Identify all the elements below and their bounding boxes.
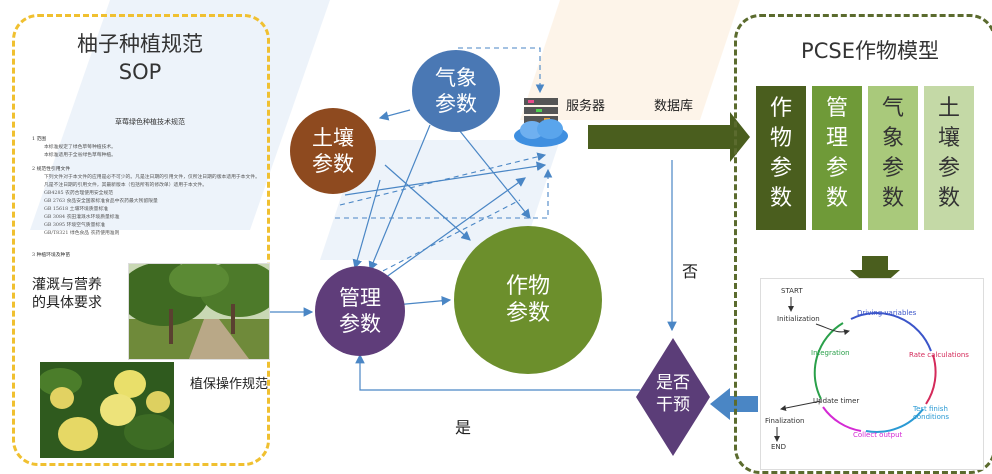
orchard-photo (128, 263, 270, 360)
flow-initialization: Initialization (777, 315, 820, 323)
pcse-crop-params: 作 物 参 数 (756, 86, 806, 230)
crop-params-label: 作物 参数 (505, 273, 550, 327)
flow-collect-output: Collect output (853, 431, 903, 439)
pcse-crop-params-label: 作 物 参 数 (769, 96, 792, 211)
doc-line: GB/T8321 绿色食品 农药使用准则 (44, 231, 120, 236)
doc-line: 下列文件对于本文件的应用是必不可少的。凡是注日期的引用文件，仅所注日期的版本适用… (44, 175, 260, 180)
flow-start: START (781, 287, 803, 295)
no-label: 否 (682, 262, 699, 281)
pcse-flowchart: START Initialization Driving variables I… (760, 278, 984, 470)
management-params-node[interactable]: 管理 参数 (315, 266, 405, 356)
doc-line: GB4285 农药合理使用安全规范 (44, 191, 114, 196)
sop-document: 草莓绿色种植技术规范 1 范围 本标准规定了绿色草莓种植技术。 本标准适用于全省… (22, 108, 278, 308)
doc-line: 本标准适用于全省绿色草莓种植。 (44, 153, 116, 158)
flow-finalization: Finalization (765, 417, 805, 425)
flow-integration: Integration (811, 349, 850, 357)
plant-protection-label: 植保操作规范 (190, 377, 269, 392)
doc-line: 本标准规定了绿色草莓种植技术。 (44, 145, 116, 150)
management-params-label: 管理 参数 (339, 285, 381, 336)
sop-panel (12, 14, 270, 466)
flow-end: END (771, 443, 787, 451)
doc-title: 草莓绿色种植技术规范 (115, 118, 185, 126)
soil-params-label: 土壤 参数 (312, 125, 354, 176)
doc-section-2: 2 规范性引用文件 (32, 167, 71, 172)
flow-update-timer: Update timer (813, 397, 860, 405)
flow-rate-calculations: Rate calculations (909, 351, 969, 359)
irrigation-label-line1: 灌溉与营养 (32, 277, 102, 293)
pcse-weather-params-label: 气 象 参 数 (881, 96, 904, 211)
server-cloud-icon (514, 98, 568, 147)
flow-test-finish: Test finish conditions (913, 405, 950, 421)
database-label: 数据库 (654, 99, 694, 114)
pcse-soil-params: 土 壤 参 数 (924, 86, 974, 230)
pcse-title: PCSE作物模型 (801, 39, 939, 63)
sop-title: 柚子种植规范 SOP (40, 30, 240, 86)
flow-driving-variables: Driving variables (857, 309, 917, 317)
doc-line: GB 15618 土壤环境质量标准 (44, 207, 109, 212)
pcse-management-params-label: 管 理 参 数 (825, 96, 848, 211)
doc-line: GB 3095 环境空气质量标准 (44, 223, 105, 228)
flowchart-cycle (774, 297, 937, 442)
sop-title-line2: SOP (118, 60, 162, 84)
doc-section-1: 1 范围 (32, 137, 47, 142)
irrigation-label-line2: 的具体要求 (32, 295, 102, 311)
sop-title-line1: 柚子种植规范 (77, 32, 203, 56)
crop-params-node[interactable]: 作物 参数 (454, 226, 602, 374)
doc-line: GB 2763 食品安全国家标准食品中农药最大残留限量 (44, 199, 158, 204)
yes-label: 是 (455, 418, 472, 437)
pcse-soil-params-label: 土 壤 参 数 (937, 96, 960, 211)
weather-params-node[interactable]: 气象 参数 (412, 50, 500, 132)
soil-params-node[interactable]: 土壤 参数 (290, 108, 376, 194)
weather-params-label: 气象 参数 (435, 65, 477, 116)
doc-line: GB 3084 农田灌溉水环境质量标准 (44, 215, 120, 220)
pomelo-photo (40, 362, 174, 458)
irrigation-label: 灌溉与营养 的具体要求 (32, 276, 102, 312)
pcse-weather-params: 气 象 参 数 (868, 86, 918, 230)
pcse-management-params: 管 理 参 数 (812, 86, 862, 230)
decision-label: 是否 干预 (656, 373, 690, 415)
doc-section-3: 3 种植环境及种苗 (32, 253, 71, 258)
doc-line: 凡是不注日期的引用文件，其最新版本（包括所有的修改单）适用于本文件。 (44, 183, 208, 188)
decision-diamond[interactable] (636, 338, 710, 456)
server-label: 服务器 (566, 99, 606, 114)
